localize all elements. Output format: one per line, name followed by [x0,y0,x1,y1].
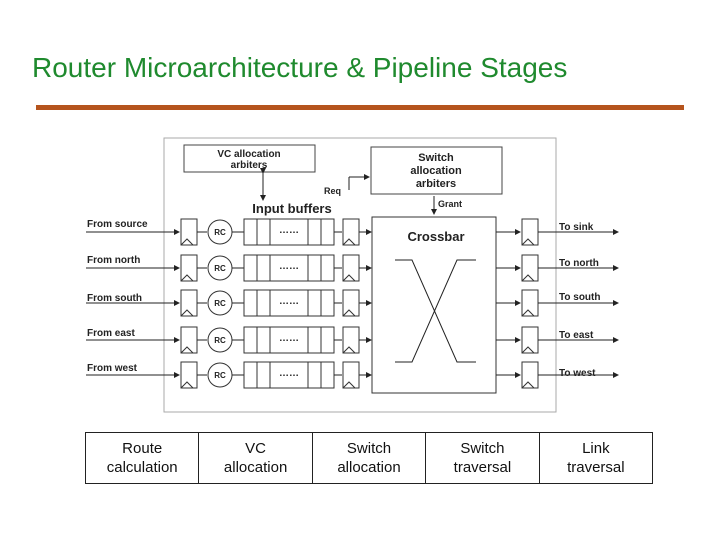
input-buffer [243,361,335,389]
buffer-dots: …… [279,368,299,379]
rc-label: RC [214,264,226,273]
input-port-label: From north [87,255,140,266]
input-buffers-label: Input buffers [252,201,331,216]
grant-label: Grant [438,199,462,209]
output-port-label: To south [559,292,600,303]
crossbar-line-b [395,259,476,363]
input-buffer [243,289,335,317]
switch-arbiters-label-2: allocation [410,165,462,177]
input-latch [180,254,198,282]
output-port-label: To sink [559,222,594,233]
output-port-label: To east [559,330,594,341]
input-latch [180,361,198,389]
input-latch [180,289,198,317]
input-port-label: From south [87,293,142,304]
crossbar-input-latch [342,254,360,282]
buffer-dots: …… [279,296,299,307]
title-underline [36,105,684,110]
output-port-label: To west [559,368,596,379]
vc-arbiters-label-1: VC allocation [217,149,280,160]
input-port-label: From west [87,363,138,374]
output-port-label: To north [559,258,599,269]
input-port-label: From source [87,219,148,230]
output-latch [521,254,539,282]
page-title: Router Microarchitecture & Pipeline Stag… [32,52,568,83]
vc-arbiters-label-2: arbiters [231,160,268,171]
input-buffer [243,326,335,354]
rc-label: RC [214,299,226,308]
output-latch [521,361,539,389]
input-buffer [243,254,335,282]
vc-allocation-arbiters-box [183,144,316,173]
req-label: Req [324,186,341,196]
switch-arbiters-label-3: arbiters [416,178,456,190]
input-latch [180,326,198,354]
crossbar-input-latch [342,326,360,354]
input-latch [180,218,198,246]
input-port-label: From east [87,328,135,339]
buffer-dots: …… [279,333,299,344]
buffer-dots: …… [279,225,299,236]
switch-allocation-arbiters-box [370,146,503,195]
output-latch [521,289,539,317]
output-latch [521,218,539,246]
crossbar-label: Crossbar [407,229,464,244]
crossbar-input-latch [342,218,360,246]
switch-arbiters-label-1: Switch [418,152,454,164]
crossbar-input-latch [342,289,360,317]
crossbar-input-latch [342,361,360,389]
output-latch [521,326,539,354]
buffer-dots: …… [279,261,299,272]
rc-label: RC [214,336,226,345]
rc-label: RC [214,371,226,380]
crossbar-box [371,216,497,394]
rc-label: RC [214,228,226,237]
